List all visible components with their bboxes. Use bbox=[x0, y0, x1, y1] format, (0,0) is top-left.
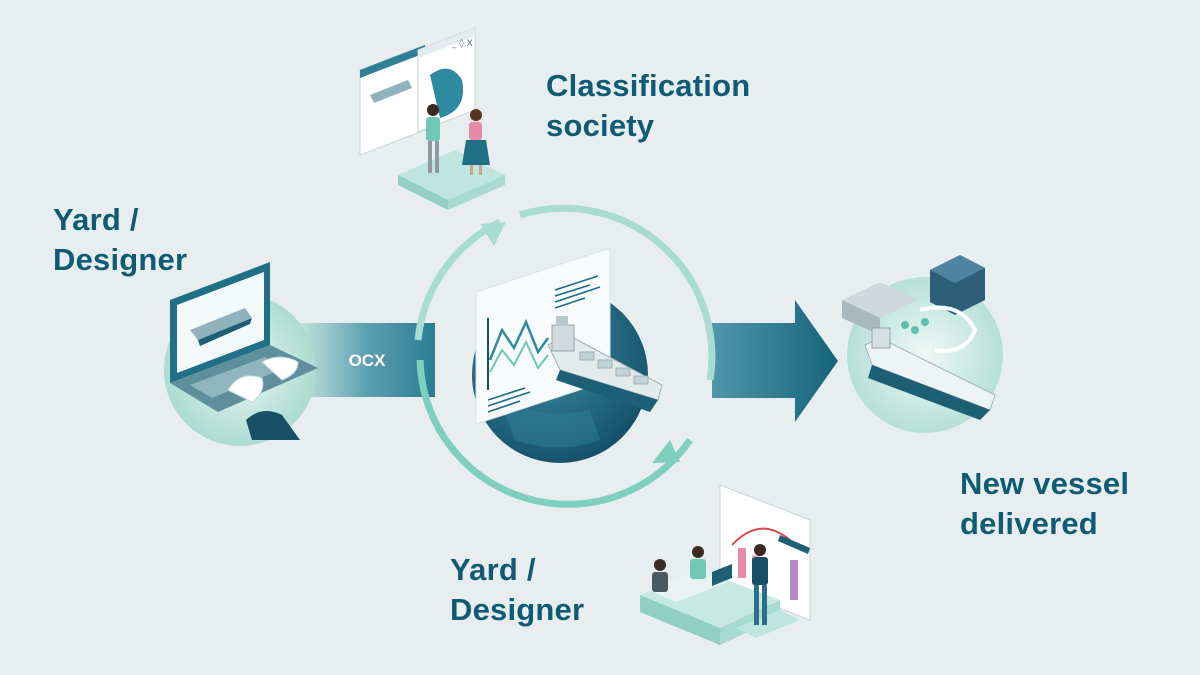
digital-model-illustration bbox=[472, 247, 663, 463]
presenter-figure bbox=[752, 544, 768, 625]
surveyor-figure bbox=[462, 109, 490, 175]
yard-bottom-line-2: Designer bbox=[450, 592, 585, 627]
ring-arc-left bbox=[414, 218, 502, 341]
ocx-data-band: OCX bbox=[300, 323, 435, 397]
desk-workers bbox=[648, 546, 732, 602]
sleeve-icon bbox=[246, 411, 300, 440]
monitor-icon bbox=[712, 564, 732, 586]
yard-designer-laptop-illustration bbox=[164, 262, 318, 446]
new-vessel-delivered-label: New vessel delivered bbox=[960, 464, 1129, 544]
board-ship-icon bbox=[778, 535, 810, 554]
ship-model-icon bbox=[547, 316, 663, 412]
yard-left-line-1: Yard / bbox=[53, 202, 139, 237]
yard-designer-bottom-label: Yard / Designer bbox=[450, 550, 584, 630]
hand-right-icon bbox=[261, 356, 299, 381]
delivered-line-1: New vessel bbox=[960, 466, 1130, 501]
delivery-arrow bbox=[712, 300, 838, 422]
ring-arc-bottom bbox=[416, 359, 693, 508]
iteration-cycle bbox=[414, 204, 716, 508]
arrow-shape bbox=[712, 300, 838, 422]
delivered-vessel-illustration bbox=[842, 255, 1003, 433]
pie-chart-icon bbox=[430, 68, 464, 118]
inspector-figure bbox=[426, 104, 440, 173]
delivered-line-2: delivered bbox=[960, 506, 1098, 541]
ring-arc-right bbox=[518, 204, 716, 381]
cycle-arrow-top-icon bbox=[480, 222, 506, 246]
window-controls-icon: _ ◊ X bbox=[451, 38, 473, 49]
classification-society-label: Classification society bbox=[546, 66, 750, 146]
classification-line-2: society bbox=[546, 108, 655, 143]
cycle-arrow-bottom-icon bbox=[652, 440, 680, 463]
classification-line-1: Classification bbox=[546, 68, 751, 103]
band-shape bbox=[300, 323, 435, 397]
classification-society-illustration: _ ◊ X bbox=[359, 27, 505, 210]
yard-designer-office-illustration bbox=[640, 484, 811, 645]
yard-designer-left-label: Yard / Designer bbox=[53, 200, 187, 280]
yard-bottom-line-1: Yard / bbox=[450, 552, 536, 587]
ocx-label: OCX bbox=[349, 351, 387, 370]
laptop-ship-icon bbox=[190, 308, 252, 340]
window-ship-icon bbox=[370, 80, 412, 103]
yard-left-line-2: Designer bbox=[53, 242, 188, 277]
hand-left-icon bbox=[227, 375, 264, 403]
